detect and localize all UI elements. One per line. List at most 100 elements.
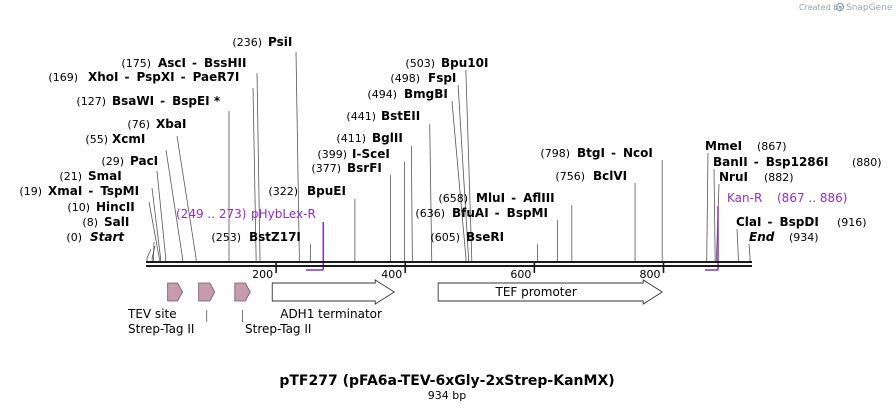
- site-name: Bpu10I: [441, 56, 488, 70]
- site-separator: -: [160, 94, 165, 108]
- site-name: XmaI: [48, 184, 82, 198]
- site-position: (253): [211, 231, 241, 244]
- site-name: FspI: [428, 71, 456, 85]
- site-labels: (0)Start(8)SalI(10)HincII(19)XmaI-TspMI(…: [19, 35, 881, 244]
- site-name: BanII: [713, 155, 748, 169]
- site-end: End(934): [749, 230, 819, 244]
- site-position: (175): [121, 57, 151, 70]
- site-name: HincII: [96, 200, 135, 214]
- ruler-tick-label: 600: [510, 268, 531, 281]
- site-name: ClaI: [736, 215, 761, 229]
- site-xhoi-line: [252, 87, 257, 259]
- site-start-line: [146, 248, 152, 259]
- site-name: End: [749, 230, 775, 244]
- site-name-alt: BspEI *: [172, 94, 221, 108]
- site-name-alt: BssHII: [204, 56, 246, 70]
- feature-label: TEV site: [127, 307, 177, 321]
- site-bpuei: (322) BpuEI: [268, 184, 346, 198]
- site-name: BtgI: [577, 146, 605, 160]
- feature-arrow: [271, 279, 396, 305]
- site-name: I-SceI: [352, 147, 390, 161]
- site-name-alt: PaeR7I: [193, 70, 240, 84]
- site-name-alt: BspMI: [507, 206, 548, 220]
- site-name: PsiI: [268, 35, 292, 49]
- site-position: (29): [101, 155, 124, 168]
- map-length: 934 bp: [428, 389, 466, 402]
- site-position: (498): [390, 72, 420, 85]
- site-name-alt: Bsp1286I: [766, 155, 829, 169]
- site-name: XcmI: [112, 132, 145, 146]
- site-xhoi: (169)XhoI-PspXI-PaeR7I: [48, 70, 239, 84]
- site-name: BseRI: [466, 230, 504, 244]
- site-fspi: (498) FspI: [390, 71, 456, 85]
- site-name-alt: NcoI: [623, 146, 653, 160]
- site-position: (322): [268, 185, 298, 198]
- site-xmai: (19)XmaI-TspMI: [19, 184, 139, 198]
- site-nrui: NruI (882): [719, 170, 794, 184]
- site-separator: -: [611, 146, 616, 160]
- feature-strep-tag-ii-1: Strep-Tag II: [128, 282, 216, 336]
- site-name: BsrFI: [347, 161, 382, 175]
- site-name: BpuEI: [307, 184, 346, 198]
- site-xcmi-line: [165, 149, 183, 259]
- site-name-alt: BspDI: [779, 215, 818, 229]
- site-bglii: (411)BglII: [336, 131, 402, 145]
- credit-prefix: Created by: [799, 3, 843, 12]
- site-psii: (236)PsiI: [232, 35, 292, 49]
- site-name: BstZ17I: [249, 230, 301, 244]
- site-position: (399): [317, 148, 347, 161]
- ruler-tick-label: 800: [639, 268, 660, 281]
- site-clai-line: [736, 228, 739, 259]
- site-name: BclVI: [593, 169, 627, 183]
- site-position: (658): [438, 192, 468, 205]
- primer-phyblex-r: (249 .. 273)pHybLex-R: [176, 207, 325, 271]
- site-name: MmeI: [705, 139, 742, 153]
- site-position: (411): [336, 132, 366, 145]
- feature-label: TEF promoter: [495, 285, 577, 299]
- site-name-alt: AflIII: [523, 191, 555, 205]
- primer-name: pHybLex-R: [251, 207, 316, 221]
- site-clai: ClaI-BspDI(916): [736, 215, 867, 229]
- credit-brand: SnapGene: [846, 3, 893, 13]
- snapgene-logo-icon: [835, 2, 845, 12]
- site-bclvi: (756) BclVI: [555, 169, 627, 183]
- feature-tef-promoter-4: TEF promoter: [437, 279, 664, 305]
- feature-label: Strep-Tag II: [128, 322, 194, 336]
- site-position: (880): [852, 156, 882, 169]
- site-name: SalI: [104, 215, 129, 229]
- primer-kan-r: Kan-R(867 .. 886): [705, 191, 847, 271]
- feature-arrow: [198, 282, 216, 302]
- site-position: (21): [59, 170, 82, 183]
- feature-adh1-terminator-3: ADH1 terminator: [271, 279, 396, 321]
- site-mlui: (658)MluI-AflIII: [438, 191, 554, 205]
- site-name: BsaWI: [112, 94, 154, 108]
- sequence-backbone: [146, 261, 752, 267]
- site-position: (0): [66, 231, 82, 244]
- site-name: BfuAI: [452, 206, 489, 220]
- site-position: (636): [415, 207, 445, 220]
- site-name-alt: TspMI: [100, 184, 139, 198]
- site-xcmi: (55)XcmI: [85, 132, 145, 146]
- site-start: (0)Start: [66, 230, 125, 244]
- site-paci: (29)PacI: [101, 154, 158, 168]
- site-sali: (8)SalI: [82, 215, 129, 229]
- primer-range: (867 .. 886): [777, 191, 847, 205]
- site-banii: BanII-Bsp1286I(880): [713, 155, 882, 169]
- site-end-line: [748, 243, 751, 259]
- site-bfuai: (636)BfuAI-BspMI: [415, 206, 548, 220]
- site-name: NruI: [719, 170, 748, 184]
- site-name: BmgBI: [404, 87, 448, 101]
- site-hincii-line: [153, 241, 155, 259]
- site-position: (19): [19, 185, 42, 198]
- site-position: (756): [555, 170, 585, 183]
- site-smai: (21) SmaI: [59, 169, 121, 183]
- feature-arrow: [234, 282, 251, 302]
- site-position: (916): [837, 216, 867, 229]
- site-position: (882): [764, 171, 794, 184]
- site-name: SmaI: [88, 169, 122, 183]
- site-name: AscI: [158, 56, 186, 70]
- site-separator: -: [125, 70, 130, 84]
- site-name-alt: PspXI: [137, 70, 175, 84]
- site-bsteii: (441)BstEII: [346, 109, 420, 123]
